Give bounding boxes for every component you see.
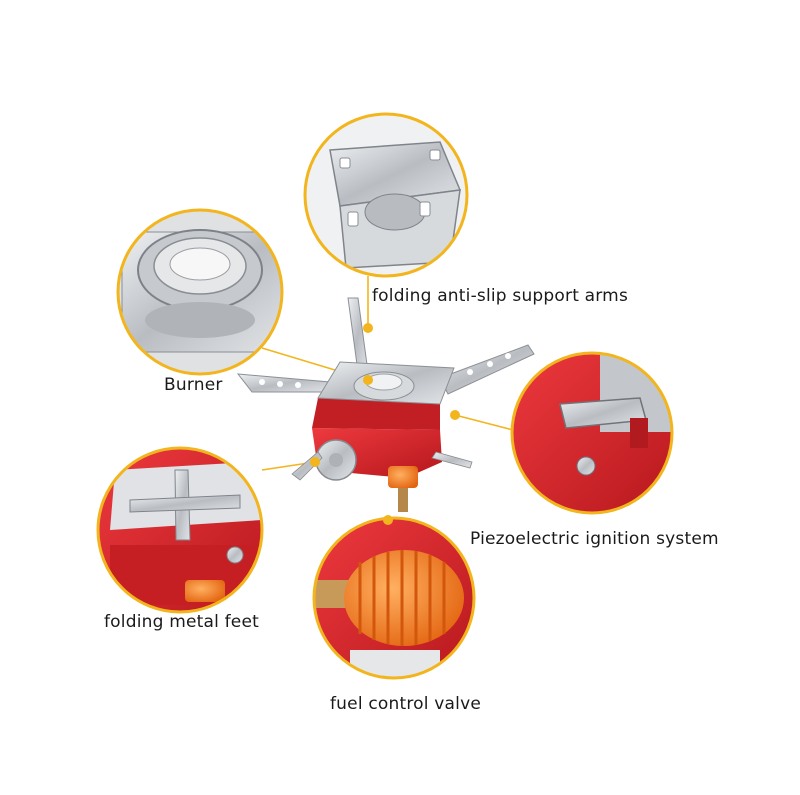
label-ignition: Piezoelectric ignition system — [470, 529, 719, 549]
callout-feet — [96, 446, 320, 614]
callout-valve — [312, 515, 476, 680]
callout-ignition — [450, 351, 674, 515]
label-support-arms: folding anti-slip support arms — [372, 286, 629, 306]
support-arm-back — [347, 297, 369, 373]
callout-burner — [116, 208, 373, 385]
label-burner: Burner — [164, 375, 223, 395]
label-valve: fuel control valve — [330, 694, 481, 714]
support-arm-left — [236, 373, 335, 393]
callout-support-arms — [303, 112, 469, 333]
stove-photo — [236, 297, 535, 512]
support-arm-right — [439, 344, 535, 395]
label-feet: folding metal feet — [104, 612, 259, 632]
